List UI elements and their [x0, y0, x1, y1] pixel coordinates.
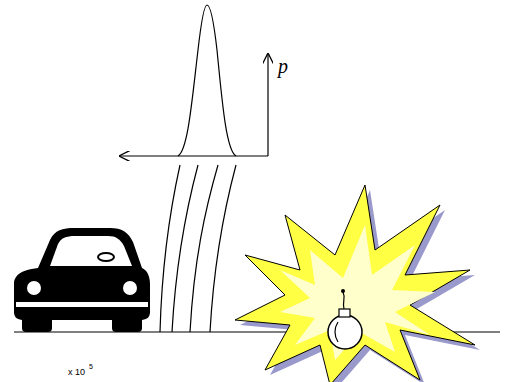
scale-exponent: 5 [89, 363, 93, 370]
time-axis [120, 155, 268, 156]
car [14, 228, 150, 332]
explosion [235, 185, 480, 382]
axis-label: p [278, 56, 288, 76]
scale-factor: x 10 [68, 368, 85, 377]
wave-fronts [160, 165, 236, 332]
pressure-pulse [178, 5, 236, 156]
bomb [328, 289, 362, 349]
pressure-axis [267, 54, 268, 156]
